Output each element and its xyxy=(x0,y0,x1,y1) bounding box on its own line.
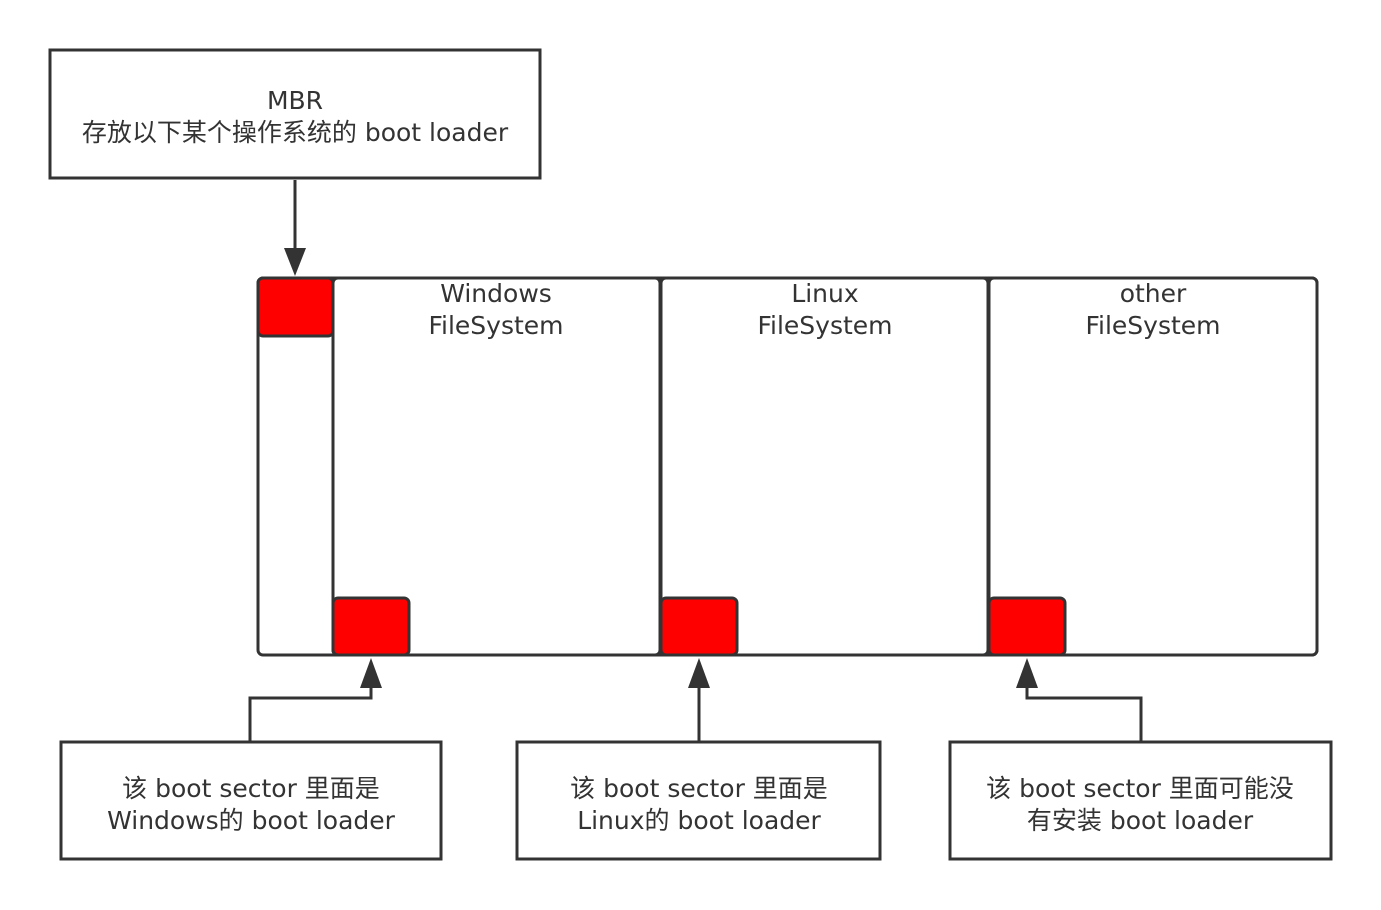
mbr-title: MBR xyxy=(267,86,323,115)
linux-boot-sector xyxy=(659,596,739,657)
other-note-line2: 有安装 boot loader xyxy=(1027,806,1254,835)
linux-note-line1: 该 boot sector 里面是 xyxy=(570,774,828,803)
windows-boot-sector xyxy=(331,596,411,657)
partition-other-frame xyxy=(987,276,1319,657)
windows-note-arrow xyxy=(248,658,382,741)
windows-note-line2: Windows的 boot loader xyxy=(107,806,396,835)
windows-note-line1: 该 boot sector 里面是 xyxy=(122,774,380,803)
windows-note-arrow-line xyxy=(248,684,373,741)
other-note-arrow xyxy=(1016,658,1143,741)
mbr-arrow-head xyxy=(284,248,306,276)
other-note-frame xyxy=(948,740,1333,861)
linux-note-frame xyxy=(515,740,882,861)
partition-windows-name: Windows xyxy=(440,279,552,308)
mbr-sector xyxy=(256,276,335,338)
other-note-line1: 该 boot sector 里面可能没 xyxy=(986,774,1294,803)
other-note: 该 boot sector 里面可能没 有安装 boot loader xyxy=(948,740,1333,861)
partition-other: other FileSystem xyxy=(987,276,1319,657)
other-note-arrow-line xyxy=(1025,684,1143,741)
mbr-arrow xyxy=(284,180,306,276)
partition-windows-type: FileSystem xyxy=(428,311,563,340)
partition-windows: Windows FileSystem xyxy=(331,276,662,657)
linux-note-arrow-head xyxy=(688,658,710,688)
other-boot-sector xyxy=(987,596,1067,657)
windows-note: 该 boot sector 里面是 Windows的 boot loader xyxy=(59,740,443,861)
mbr-description: 存放以下某个操作系统的 boot loader xyxy=(82,118,509,147)
windows-note-arrow-head xyxy=(360,658,382,688)
linux-note-line2: Linux的 boot loader xyxy=(577,806,821,835)
windows-note-frame xyxy=(59,740,443,861)
partition-linux: Linux FileSystem xyxy=(659,276,990,657)
partition-other-name: other xyxy=(1120,279,1187,308)
other-note-arrow-head xyxy=(1016,658,1038,688)
mbr-box-frame xyxy=(48,48,542,180)
linux-note: 该 boot sector 里面是 Linux的 boot loader xyxy=(515,740,882,861)
partition-other-type: FileSystem xyxy=(1085,311,1220,340)
mbr-box: MBR 存放以下某个操作系统的 boot loader xyxy=(48,48,542,180)
linux-note-arrow xyxy=(688,658,710,741)
partition-linux-name: Linux xyxy=(791,279,858,308)
partition-linux-type: FileSystem xyxy=(757,311,892,340)
